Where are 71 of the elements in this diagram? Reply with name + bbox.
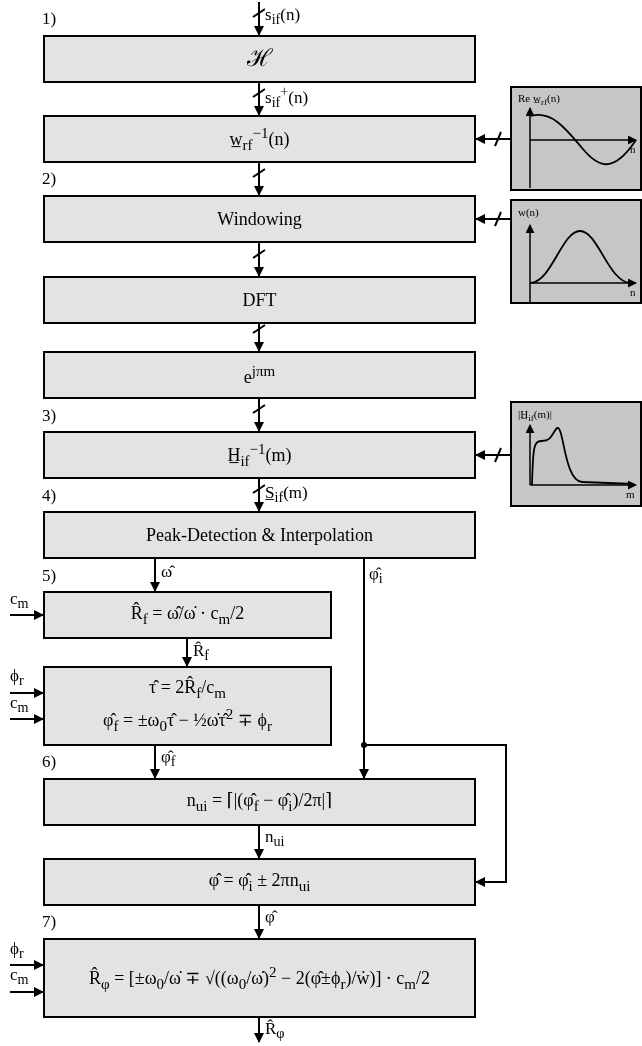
formula-text: R̂$_{f}$ = ω̂/ω̇ · c$_{m}$/2 bbox=[130, 602, 245, 628]
process-box bbox=[43, 35, 476, 83]
arrow bbox=[9, 688, 44, 698]
plot-panel bbox=[510, 199, 642, 304]
arrow bbox=[150, 558, 160, 592]
arrow bbox=[252, 242, 266, 277]
plot-title: Re w̲$_{rf}$(n) bbox=[518, 93, 560, 108]
step-number: 3) bbox=[42, 407, 57, 424]
edge-label: ϕ$_{r}$ bbox=[10, 940, 24, 961]
arrow bbox=[252, 478, 266, 512]
process-box bbox=[43, 938, 476, 1018]
edge-label: s$_{if}$$^{+}$(n) bbox=[265, 84, 309, 110]
process-box bbox=[43, 431, 476, 479]
plot-panel bbox=[510, 401, 642, 507]
formula-text: H̲$_{if}$$^{−1}$(m) bbox=[227, 440, 292, 470]
arrow bbox=[252, 323, 266, 352]
process-box bbox=[43, 511, 476, 559]
edge-label: S̲$_{if}$(m) bbox=[265, 484, 308, 505]
formula-text: ℋ bbox=[247, 45, 272, 73]
arrow bbox=[182, 638, 192, 667]
step-number: 6) bbox=[42, 753, 57, 770]
arrow bbox=[9, 987, 44, 997]
edge-label: s$_{if}$(n) bbox=[265, 6, 301, 27]
arrow bbox=[9, 610, 44, 620]
arrow bbox=[254, 825, 264, 859]
formula-text: e$^{jπm}$ bbox=[243, 362, 276, 388]
edge-label: R̂$_{φ}$ bbox=[265, 1020, 285, 1041]
edge-label: ω̂ bbox=[161, 563, 173, 580]
process-box bbox=[43, 858, 476, 906]
formula-text: φ̂$_{f}$ = ±ω$_{0}$τ̂ − ½ω̇τ̂$^{2}$ ∓ ϕ$_{r}$ bbox=[103, 706, 272, 735]
arrow bbox=[475, 447, 511, 463]
arrow bbox=[254, 1017, 264, 1043]
process-box bbox=[43, 666, 332, 746]
step-number: 4) bbox=[42, 487, 57, 504]
formula-text: w̲$_{rf}$$^{−1}$(n) bbox=[229, 124, 290, 154]
plot-title: w(n) bbox=[518, 207, 539, 218]
formula-text: Windowing bbox=[217, 208, 302, 230]
arrow bbox=[475, 211, 511, 227]
arrow bbox=[252, 1, 266, 36]
step-number: 7) bbox=[42, 913, 57, 930]
axis-label: m bbox=[626, 489, 635, 500]
formula-text: Peak-Detection & Interpolation bbox=[146, 524, 373, 546]
formula-text: n$_{ui}$ = ⌈|(φ̂$_{f}$ − φ̂$_{i}$)/2π|⌉ bbox=[186, 789, 333, 815]
formula-text: τ̂ = 2R̂$_{f}$/c$_{m}$ bbox=[148, 677, 227, 702]
arrow bbox=[475, 131, 511, 147]
edge-label: R̂$_{f}$ bbox=[193, 642, 210, 663]
edge-label: φ̂$_{i}$ bbox=[369, 565, 383, 586]
step-number: 2) bbox=[42, 170, 57, 187]
process-box bbox=[43, 591, 332, 639]
arrow bbox=[252, 162, 266, 196]
arrow bbox=[254, 905, 264, 939]
process-box bbox=[43, 115, 476, 163]
edge-label: ϕ$_{r}$ bbox=[10, 667, 24, 688]
arrow bbox=[252, 398, 266, 432]
formula-text: DFT bbox=[242, 289, 277, 311]
arrow bbox=[150, 745, 160, 779]
arrow bbox=[9, 960, 44, 970]
process-box bbox=[43, 195, 476, 243]
formula-text: R̂$_{φ}$ = [±ω$_{0}$/ω̇ ∓ √((ω$_{0}$/ω̇)$^{2}$ − 2(φ̂±ϕ$_{r}$)/ẇ)] · c$_{m}$/2 bbox=[88, 963, 431, 993]
axis-label: n bbox=[630, 287, 636, 298]
process-box bbox=[43, 778, 476, 826]
process-box bbox=[43, 276, 476, 324]
plot-title: |H̲$_{if}$(m)| bbox=[518, 409, 552, 424]
edge-label: φ̂$_{f}$ bbox=[161, 748, 176, 769]
axis-label: n bbox=[630, 144, 636, 155]
arrow bbox=[9, 714, 44, 724]
process-box bbox=[43, 351, 476, 399]
step-number: 5) bbox=[42, 567, 57, 584]
formula-text: φ̂ = φ̂$_{i}$ ± 2πn$_{ui}$ bbox=[208, 869, 311, 895]
plot-panel bbox=[510, 86, 642, 191]
arrow bbox=[252, 82, 266, 116]
